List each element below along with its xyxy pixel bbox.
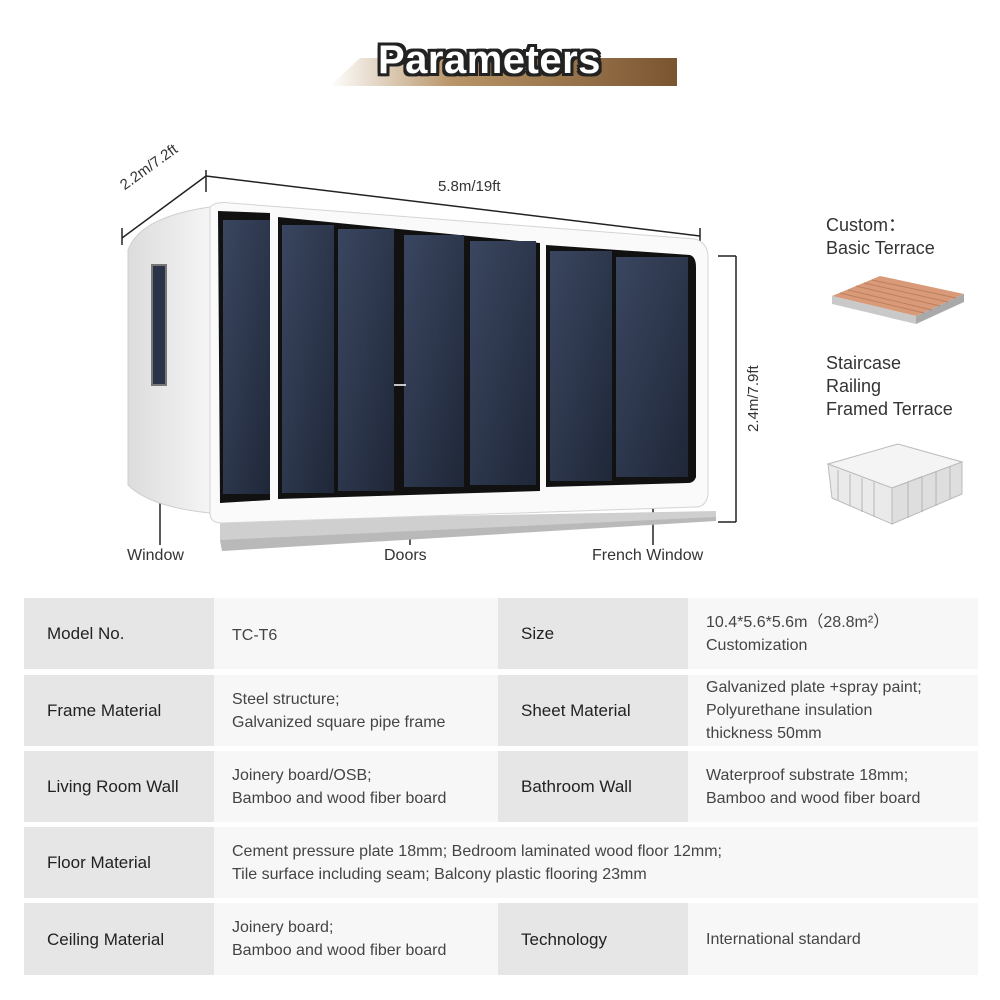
spec-value-line: 10.4*5.6*5.6m（28.8m²） <box>706 613 890 631</box>
spec-value: Joinery board; Bamboo and wood fiber boar… <box>214 903 498 975</box>
spec-key: Living Room Wall <box>24 751 214 822</box>
spec-value-line: thickness 50mm <box>706 725 822 742</box>
spec-key: Size <box>498 598 688 669</box>
spec-value-line: Tile surface including seam; Balcony pla… <box>232 865 647 883</box>
spec-value: Cement pressure plate 18mm; Bedroom lami… <box>214 827 978 898</box>
spec-value-line: Joinery board; <box>232 919 334 936</box>
french-window-callout: French Window <box>592 547 704 564</box>
spec-value-line: Galvanized plate +spray paint; <box>706 679 922 696</box>
spec-value: TC-T6 <box>214 598 498 669</box>
spec-key: Model No. <box>24 598 214 669</box>
spec-value: Joinery board/OSB; Bamboo and wood fiber … <box>214 751 498 822</box>
height-label: 2.4m/7.9ft <box>745 365 762 432</box>
spec-key: Ceiling Material <box>24 903 214 975</box>
table-row: Living Room Wall Joinery board/OSB; Bambo… <box>24 751 978 822</box>
spec-value-line: Bamboo and wood fiber board <box>232 942 447 959</box>
table-row: Frame Material Steel structure; Galvanize… <box>24 675 978 746</box>
custom-option-basic-terrace: Basic Terrace <box>826 238 935 258</box>
spec-value-line: Polyurethane insulation <box>706 702 873 719</box>
spec-key: Bathroom Wall <box>498 751 688 822</box>
spec-value: Galvanized plate +spray paint; Polyuretha… <box>688 675 978 746</box>
spec-key: Floor Material <box>24 827 214 898</box>
spec-value: Waterproof substrate 18mm; Bamboo and woo… <box>688 751 978 822</box>
spec-value-line: Bamboo and wood fiber board <box>232 789 447 807</box>
table-row: Ceiling Material Joinery board; Bamboo an… <box>24 903 978 975</box>
spec-value-line: Customization <box>706 636 808 654</box>
spec-key: Frame Material <box>24 675 214 746</box>
spec-value-line: Bamboo and wood fiber board <box>706 789 921 807</box>
framed-terrace-image <box>826 443 964 525</box>
container-house-image <box>127 202 716 551</box>
spec-value: International standard <box>688 903 978 975</box>
spec-value: Steel structure; Galvanized square pipe f… <box>214 675 498 746</box>
custom-option-railing: Railing <box>826 376 882 396</box>
spec-value-line: Steel structure; <box>232 690 340 708</box>
basic-terrace-image <box>832 276 964 324</box>
table-row: Floor Material Cement pressure plate 18m… <box>24 827 978 898</box>
spec-value: 10.4*5.6*5.6m（28.8m²） Customization <box>688 598 978 669</box>
custom-option-framed-terrace: Framed Terrace <box>826 399 953 419</box>
spec-key: Sheet Material <box>498 675 688 746</box>
window-callout: Window <box>127 547 184 564</box>
spec-value-line: Waterproof substrate 18mm; <box>706 766 909 784</box>
custom-option-staircase: Staircase <box>826 353 902 373</box>
spec-key: Technology <box>498 903 688 975</box>
page-title: Parameters <box>378 38 601 82</box>
table-row: Model No. TC-T6 Size 10.4*5.6*5.6m（28.8m… <box>24 598 978 669</box>
length-label: 5.8m/19ft <box>438 178 501 195</box>
spec-value-line: Cement pressure plate 18mm; Bedroom lami… <box>232 842 722 860</box>
doors-callout: Doors <box>384 547 427 564</box>
custom-heading: Custom： <box>826 215 907 235</box>
title-banner <box>330 58 677 86</box>
spec-value-line: Joinery board/OSB; <box>232 766 372 784</box>
spec-value-line: Galvanized square pipe frame <box>232 713 446 731</box>
